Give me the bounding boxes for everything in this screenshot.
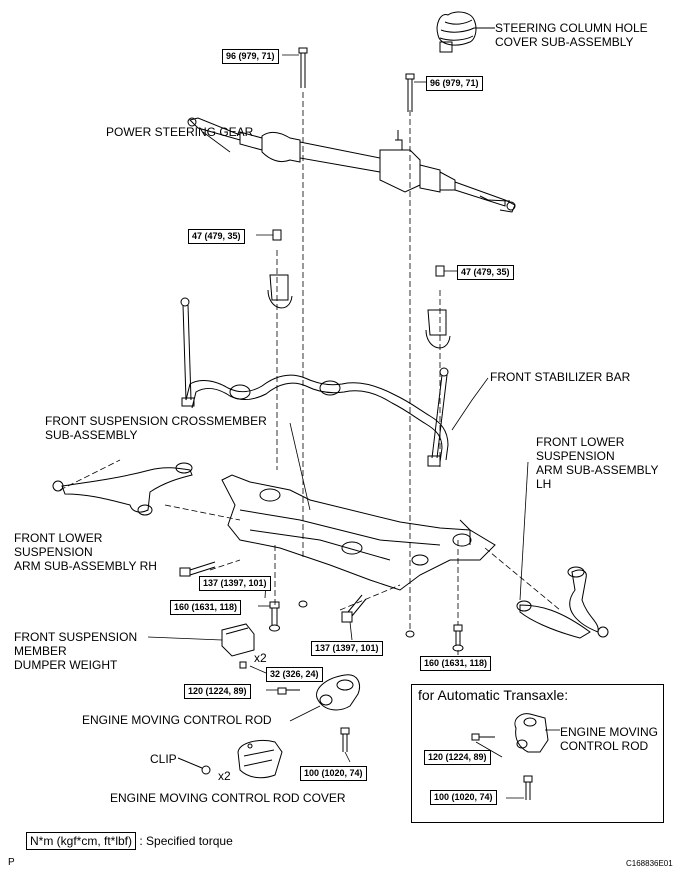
torque-47-right: 47 (479, 35) [457,265,514,280]
rod-cover-part [177,739,283,779]
page-letter: P [8,857,15,868]
nut-left [298,600,308,608]
lower-arm-rh-label: FRONT LOWER SUSPENSION ARM SUB-ASSEMBLY … [14,531,157,573]
at-engine-rod-part [471,713,549,800]
torque-96-right: 96 (979, 71) [426,76,483,91]
dumper-weight-part [221,623,255,669]
bracket-lh [425,265,451,349]
power-steering-gear-label: POWER STEERING GEAR [106,125,254,139]
torque-32: 32 (326, 24) [266,667,323,682]
steering-cover-part [436,11,495,53]
bolt-160-left [269,601,280,632]
torque-120-at: 120 (1224, 89) [424,750,491,765]
front-stabilizer-bar-label: FRONT STABILIZER BAR [490,370,631,384]
assembly-guides [59,92,561,630]
torque-47-left: 47 (479, 35) [188,229,245,244]
torque-160-right: 160 (1631, 118) [420,656,492,671]
rod-cover-label: ENGINE MOVING CONTROL ROD COVER [110,791,346,805]
torque-120: 120 (1224, 89) [184,684,251,699]
legend-text: : Specified torque [139,834,233,848]
lower-arm-lh-label: FRONT LOWER SUSPENSION ARM SUB-ASSEMBLY … [536,435,659,491]
torque-100-at: 100 (1020, 74) [430,790,497,805]
torque-100: 100 (1020, 74) [300,766,367,781]
bolt-left-upper [298,47,308,88]
torque-96-left: 96 (979, 71) [222,49,279,64]
bolt-137-right [341,594,367,623]
automatic-transaxle-inset [411,684,664,823]
x2-label-b: x2 [218,769,231,783]
legend-unit-box: N*m (kgf*cm, ft*lbf) [26,832,137,850]
figure-code: C168836E01 [626,859,673,868]
steering-cover-label: STEERING COLUMN HOLE COVER SUB-ASSEMBLY [495,21,648,49]
crossmember-part [221,474,496,591]
nut-right [405,630,415,638]
at-title: for Automatic Transaxle: [418,687,569,703]
engine-rod-part [277,674,360,752]
stabilizer-link-lh [427,367,449,467]
stabilizer-bar-part [185,374,449,463]
torque-137-left: 137 (1397, 101) [199,576,271,591]
engine-rod-label: ENGINE MOVING CONTROL ROD [82,713,272,727]
bolt-160-right [452,624,464,652]
stabilizer-link-rh [180,297,195,407]
power-steering-gear-part [187,117,516,213]
lower-arm-lh-part [516,566,609,639]
crossmember-label: FRONT SUSPENSION CROSSMEMBER SUB-ASSEMBL… [45,414,267,442]
bolt-137-left [179,561,216,577]
clip-label: CLIP [150,752,177,766]
dumper-weight-label: FRONT SUSPENSION MEMBER DUMPER WEIGHT [14,630,138,672]
x2-label-a: x2 [254,651,267,665]
torque-160-left: 160 (1631, 118) [170,600,242,615]
bracket-rh [267,229,293,309]
torque-legend: N*m (kgf*cm, ft*lbf) : Specified torque [26,832,233,850]
bolt-right-upper [405,73,415,112]
lower-arm-rh-part [52,462,193,516]
torque-137-right: 137 (1397, 101) [311,641,383,656]
leader-lines [147,54,560,799]
at-engine-rod-label: ENGINE MOVING CONTROL ROD [560,725,659,753]
